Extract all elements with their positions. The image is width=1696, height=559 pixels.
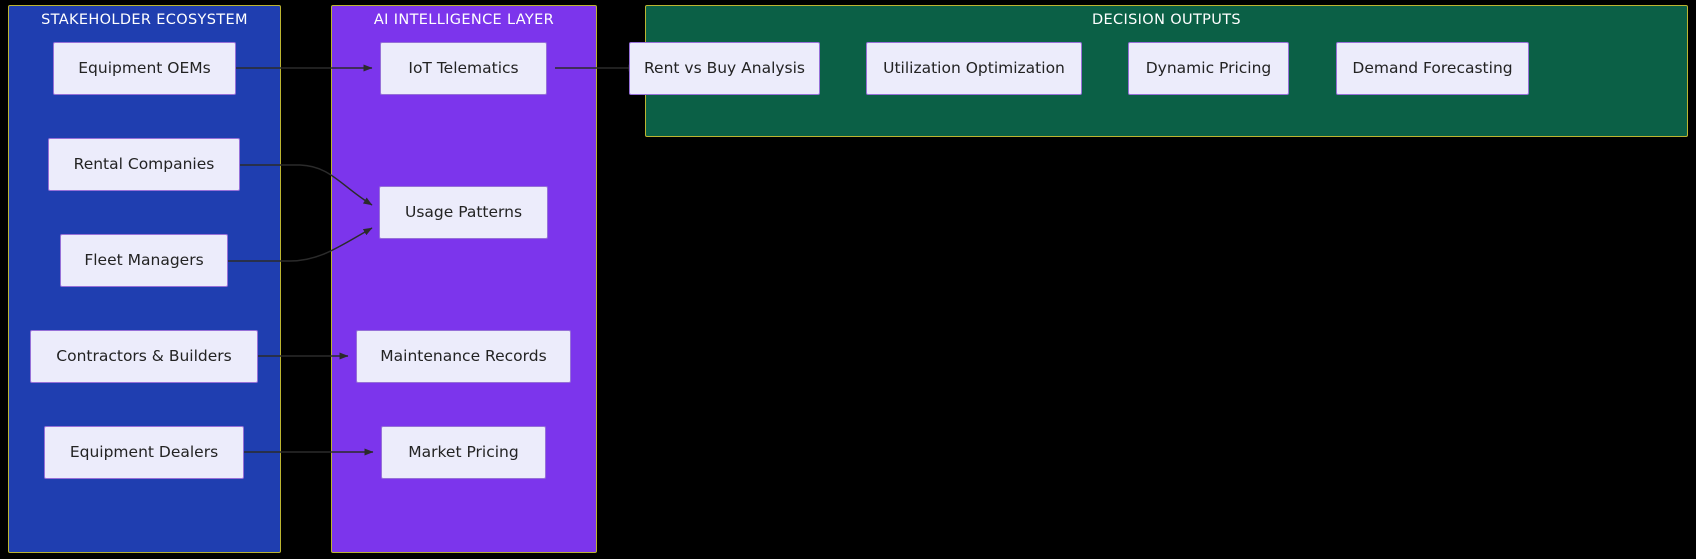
node-equipment-dealers[interactable]: Equipment Dealers xyxy=(44,426,244,479)
cluster-title-stakeholder-ecosystem: STAKEHOLDER ECOSYSTEM xyxy=(41,12,248,28)
cluster-title-ai-intelligence-layer: AI INTELLIGENCE LAYER xyxy=(373,12,555,28)
node-rent-vs-buy-analysis[interactable]: Rent vs Buy Analysis xyxy=(629,42,820,95)
node-contractors-builders[interactable]: Contractors & Builders xyxy=(30,330,258,383)
cluster-title-decision-outputs: DECISION OUTPUTS xyxy=(1092,12,1241,28)
node-maintenance-records[interactable]: Maintenance Records xyxy=(356,330,571,383)
node-usage-patterns[interactable]: Usage Patterns xyxy=(379,186,548,239)
node-demand-forecasting[interactable]: Demand Forecasting xyxy=(1336,42,1529,95)
node-dynamic-pricing[interactable]: Dynamic Pricing xyxy=(1128,42,1289,95)
node-market-pricing[interactable]: Market Pricing xyxy=(381,426,546,479)
node-fleet-managers[interactable]: Fleet Managers xyxy=(60,234,228,287)
node-iot-telematics[interactable]: IoT Telematics xyxy=(380,42,547,95)
node-equipment-oems[interactable]: Equipment OEMs xyxy=(53,42,236,95)
node-utilization-optimization[interactable]: Utilization Optimization xyxy=(866,42,1082,95)
node-rental-companies[interactable]: Rental Companies xyxy=(48,138,240,191)
